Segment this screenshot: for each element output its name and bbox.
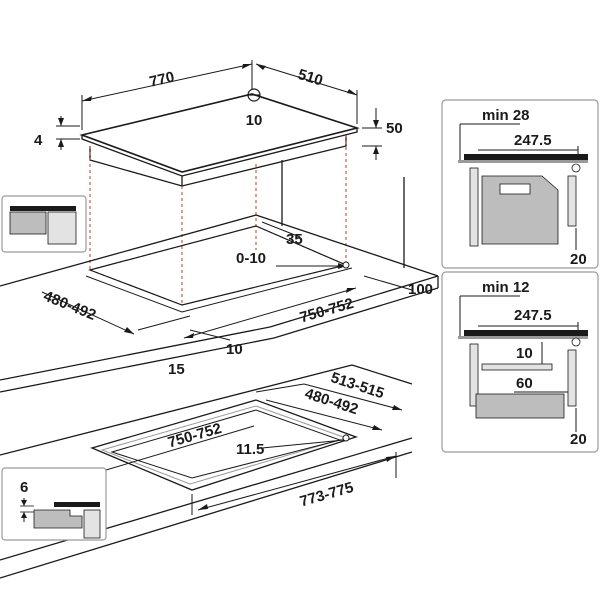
label-panel2-bottom: 20 bbox=[570, 431, 587, 448]
label-panel1-min: min 28 bbox=[482, 107, 530, 124]
label-panel2-gap: 10 bbox=[516, 345, 533, 362]
recess-dimension-arrowheads bbox=[198, 405, 402, 510]
label-clearance-range: 0-10 bbox=[236, 250, 266, 267]
label-front-gap: 10 bbox=[226, 341, 243, 358]
top-dimension-arrowheads bbox=[58, 64, 379, 154]
label-total-height: 50 bbox=[386, 120, 403, 137]
label-panel2-depth: 247.5 bbox=[514, 307, 552, 324]
counter-back-edge bbox=[0, 364, 353, 456]
worktop-cutout bbox=[0, 160, 439, 393]
label-edge-offset: 35 bbox=[286, 231, 303, 248]
label-cutout-depth: 480-492 bbox=[41, 288, 98, 324]
label-recess-offset: 11.5 bbox=[236, 441, 264, 458]
recess-inner bbox=[100, 405, 348, 485]
hob-glass-top bbox=[79, 93, 360, 173]
label-panel1-depth: 247.5 bbox=[514, 132, 552, 149]
label-panel1-bottom: 20 bbox=[570, 251, 587, 268]
section-panel-min28 bbox=[441, 99, 599, 269]
cutout-corner-marker bbox=[342, 261, 350, 269]
cutout-dimension-lines bbox=[41, 221, 413, 341]
section-panel-min12 bbox=[441, 271, 599, 453]
hob-top-view bbox=[79, 93, 360, 187]
label-recess-width: 750-752 bbox=[166, 420, 224, 452]
label-panel2-clear: 60 bbox=[516, 375, 533, 392]
label-front-edge: 15 bbox=[168, 361, 185, 378]
label-panel2-min: min 12 bbox=[482, 279, 530, 296]
label-top-depth: 510 bbox=[296, 66, 325, 90]
corner-radius-marker bbox=[247, 88, 261, 102]
label-wall-distance: 100 bbox=[408, 281, 433, 298]
label-top-width: 770 bbox=[148, 69, 176, 91]
recess-corner-marker bbox=[342, 434, 350, 442]
flush-recess bbox=[0, 364, 413, 579]
cutout-dimension-arrowheads bbox=[124, 263, 356, 338]
inset-icon-flush bbox=[1, 467, 107, 541]
label-corner-radius: 10 bbox=[246, 112, 263, 129]
label-flush-depth: 6 bbox=[20, 479, 28, 496]
label-glass-thickness: 4 bbox=[34, 132, 43, 149]
inset-icon-cutout bbox=[1, 195, 87, 253]
recess-dimension-lines bbox=[105, 383, 403, 515]
worktop-back-edge bbox=[0, 214, 257, 287]
recess-outer bbox=[90, 399, 358, 491]
worktop-front-edge bbox=[0, 326, 271, 381]
